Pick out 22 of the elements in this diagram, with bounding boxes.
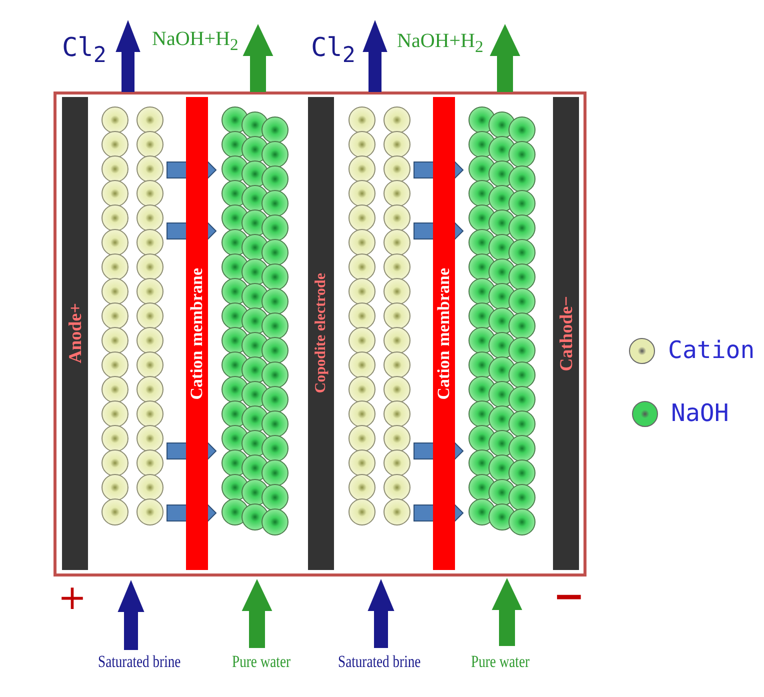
- product-label: Cl$_{2}$: [62, 34, 106, 68]
- polarity-sign: −: [553, 576, 585, 618]
- electrode-plate: [553, 97, 579, 570]
- electrode-plate: [62, 97, 88, 570]
- electrode-label: Copodite electrode: [312, 273, 330, 394]
- polarity-sign: +: [58, 580, 86, 618]
- membrane-strip: [186, 97, 208, 570]
- input-label: Pure water: [232, 653, 291, 672]
- membrane-label: Cation membrane: [187, 268, 207, 400]
- electrode-plate: [308, 97, 334, 570]
- input-label: Saturated brine: [98, 653, 181, 672]
- input-label: Pure water: [471, 653, 530, 672]
- input-label: Saturated brine: [338, 653, 421, 672]
- product-label: NaOH+H$_{2}$: [152, 28, 238, 54]
- product-label: Cl$_{2}$: [311, 34, 356, 68]
- electrode-label: Cathode−: [556, 296, 576, 372]
- electrode-label: Anode+: [64, 303, 86, 364]
- legend-label: Cation: [668, 336, 755, 364]
- membrane-strip: [433, 97, 455, 570]
- membrane-label: Cation membrane: [434, 268, 454, 400]
- legend-label: NaOH: [671, 399, 729, 427]
- product-label: NaOH+H$_{2}$: [397, 30, 484, 56]
